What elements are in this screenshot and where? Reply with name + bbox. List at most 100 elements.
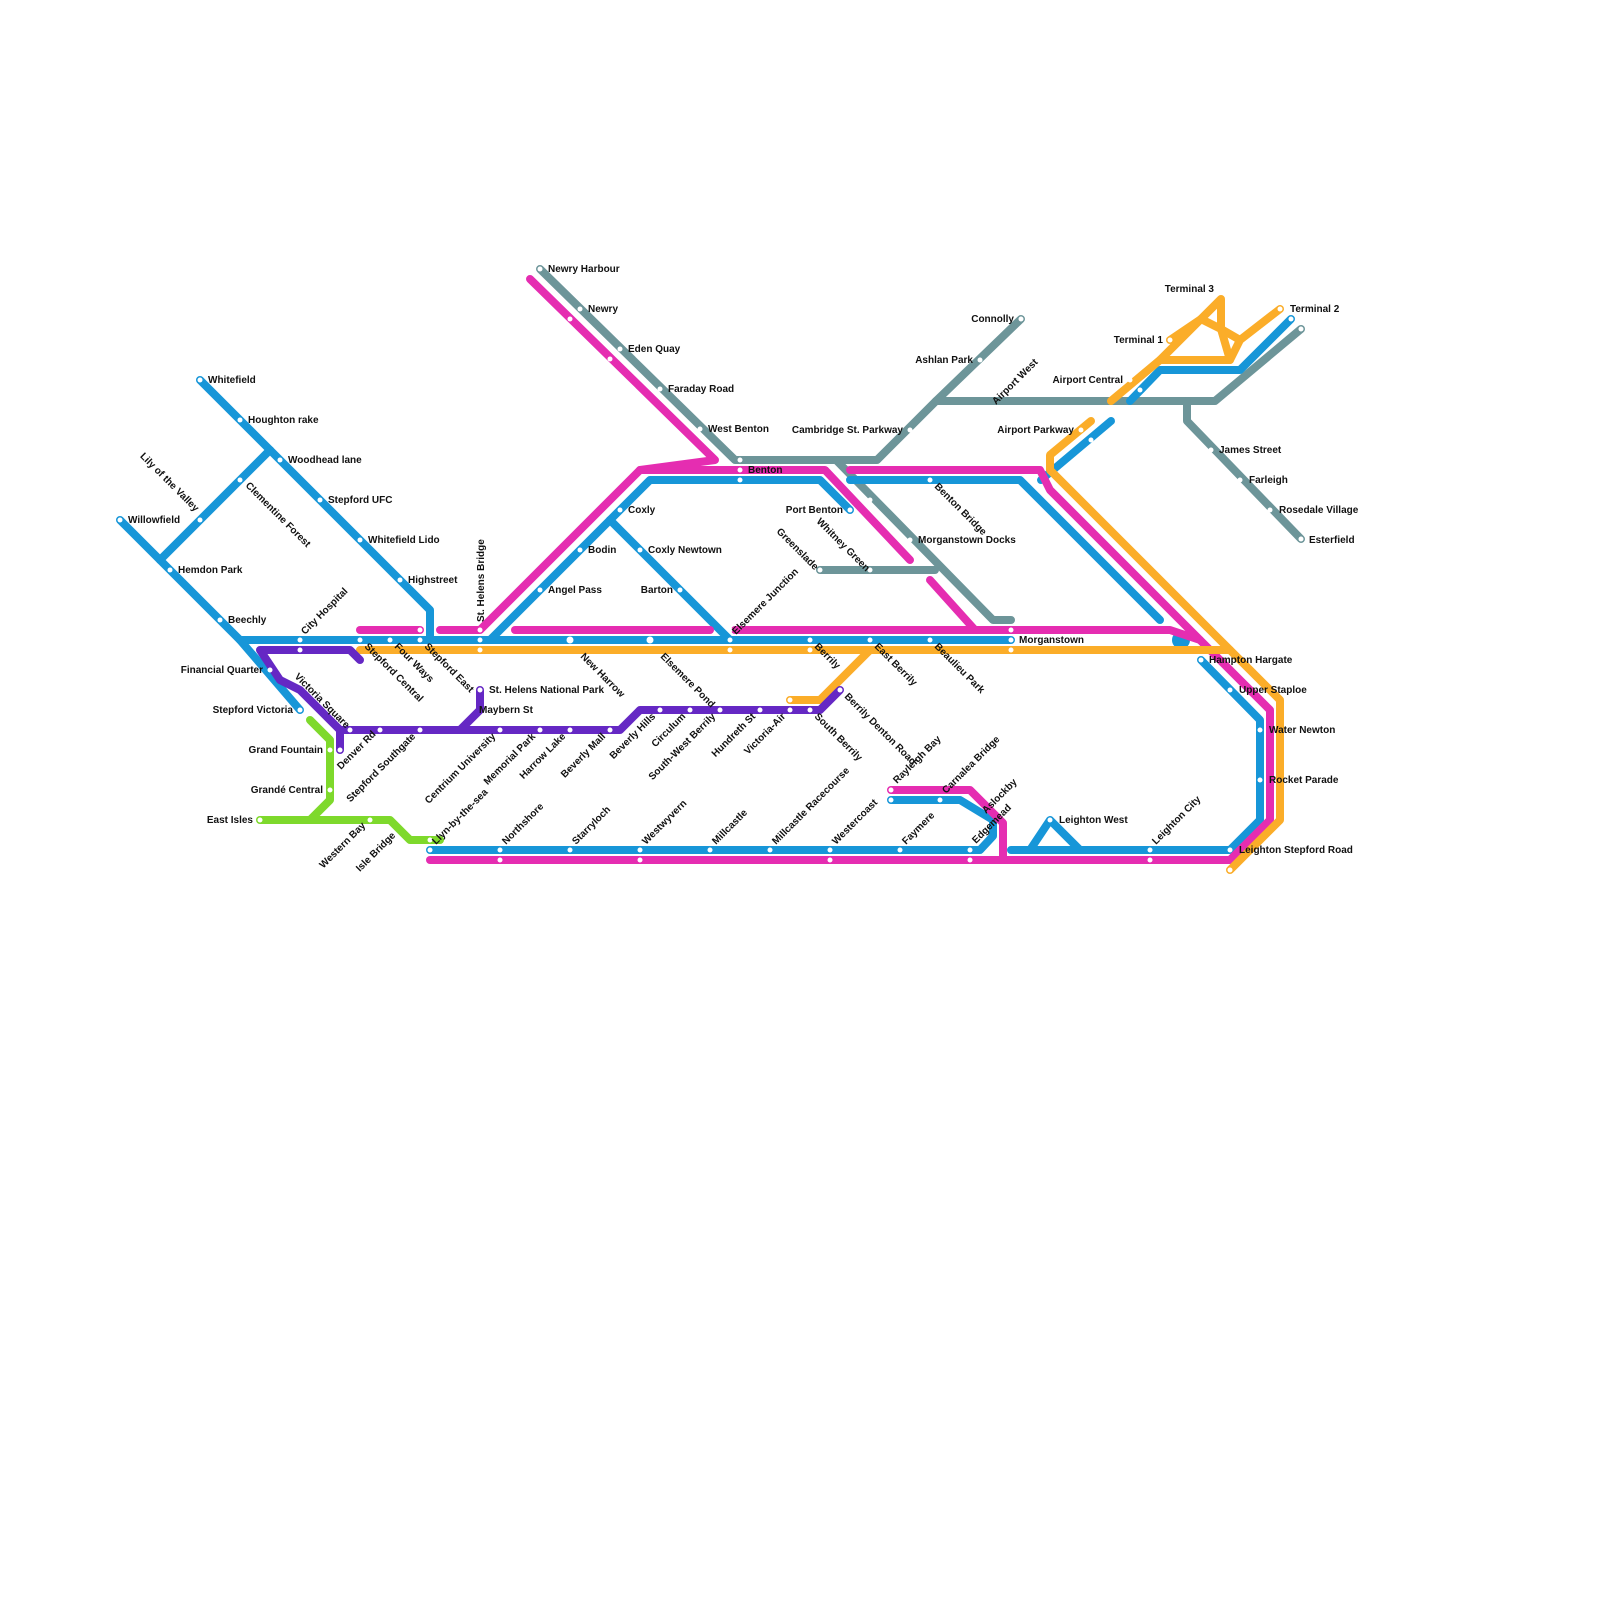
station-dot[interactable] bbox=[1228, 868, 1233, 873]
station-label[interactable]: Hemdon Park bbox=[178, 565, 243, 576]
station-label[interactable]: Victoria Square bbox=[292, 671, 352, 731]
station-dot[interactable] bbox=[198, 518, 203, 523]
station-dot[interactable] bbox=[298, 708, 303, 713]
station-label[interactable]: City Hospital bbox=[299, 586, 350, 637]
station-dot[interactable] bbox=[808, 638, 813, 643]
station-dot[interactable] bbox=[1048, 818, 1053, 823]
station-dot[interactable] bbox=[768, 848, 773, 853]
station-dot[interactable] bbox=[1148, 848, 1153, 853]
station-dot[interactable] bbox=[808, 708, 813, 713]
station-dot[interactable] bbox=[988, 409, 993, 414]
station-dot[interactable] bbox=[568, 728, 573, 733]
station-label[interactable]: Connolly bbox=[971, 314, 1014, 325]
station-dot[interactable] bbox=[868, 498, 873, 503]
station-label[interactable]: Faraday Road bbox=[668, 384, 734, 395]
station-dot[interactable] bbox=[468, 708, 473, 713]
station-dot[interactable] bbox=[578, 548, 583, 553]
station-dot[interactable] bbox=[398, 578, 403, 583]
station-label[interactable]: West Benton bbox=[708, 424, 769, 435]
station-label[interactable]: Grand Fountain bbox=[249, 745, 323, 756]
station-label[interactable]: Ashlan Park bbox=[915, 355, 973, 366]
station-label[interactable]: Terminal 1 bbox=[1114, 335, 1164, 346]
station-dot[interactable] bbox=[928, 478, 933, 483]
station-dot[interactable] bbox=[318, 498, 323, 503]
station-dot[interactable] bbox=[1128, 378, 1133, 383]
station-label[interactable]: Whitefield Lido bbox=[368, 535, 440, 546]
station-label[interactable]: Rocket Parade bbox=[1269, 775, 1339, 786]
station-dot[interactable] bbox=[538, 588, 543, 593]
station-dot[interactable] bbox=[908, 428, 913, 433]
station-dot[interactable] bbox=[498, 858, 503, 863]
station-label[interactable]: Houghton rake bbox=[248, 415, 319, 426]
station-label[interactable]: St. Helens National Park bbox=[489, 685, 604, 696]
station-label[interactable]: Westercoast bbox=[830, 797, 880, 847]
station-dot[interactable] bbox=[728, 648, 733, 653]
station-dot[interactable] bbox=[728, 638, 733, 643]
station-dot[interactable] bbox=[678, 588, 683, 593]
station-dot[interactable] bbox=[928, 638, 933, 643]
station-dot[interactable] bbox=[478, 638, 483, 643]
station-dot[interactable] bbox=[618, 347, 623, 352]
station-label[interactable]: Rosedale Village bbox=[1279, 505, 1359, 516]
station-dot[interactable] bbox=[608, 728, 613, 733]
station-label[interactable]: Airport Parkway bbox=[997, 425, 1074, 436]
station-label[interactable]: Stepford Victoria bbox=[213, 705, 294, 716]
station-dot[interactable] bbox=[608, 357, 613, 362]
station-dot[interactable] bbox=[368, 818, 373, 823]
station-dot[interactable] bbox=[618, 508, 623, 513]
station-label[interactable]: Financial Quarter bbox=[181, 665, 263, 676]
station-dot[interactable] bbox=[1219, 287, 1224, 292]
station-label[interactable]: Beechly bbox=[228, 615, 267, 626]
station-dot[interactable] bbox=[738, 468, 743, 473]
station-dot[interactable] bbox=[258, 818, 263, 823]
station-dot[interactable] bbox=[388, 638, 393, 643]
station-dot[interactable] bbox=[647, 637, 654, 644]
station-dot[interactable] bbox=[938, 798, 943, 803]
station-dot[interactable] bbox=[418, 728, 423, 733]
station-label[interactable]: Whitefield bbox=[208, 375, 256, 386]
station-dot[interactable] bbox=[1268, 508, 1273, 513]
station-label[interactable]: Millcastle bbox=[710, 807, 750, 847]
station-dot[interactable] bbox=[1228, 848, 1233, 853]
station-dot[interactable] bbox=[1289, 317, 1294, 322]
station-dot[interactable] bbox=[578, 307, 583, 312]
station-label[interactable]: Stepford UFC bbox=[328, 495, 392, 506]
station-dot[interactable] bbox=[838, 688, 843, 693]
station-label[interactable]: Westwyvern bbox=[640, 798, 689, 847]
station-dot[interactable] bbox=[738, 478, 743, 483]
station-label[interactable]: Esterfield bbox=[1309, 535, 1355, 546]
station-dot[interactable] bbox=[868, 638, 873, 643]
station-dot[interactable] bbox=[478, 628, 483, 633]
station-dot[interactable] bbox=[348, 728, 353, 733]
station-label[interactable]: Highstreet bbox=[408, 575, 458, 586]
station-dot[interactable] bbox=[638, 858, 643, 863]
station-label[interactable]: Leighton Stepford Road bbox=[1239, 845, 1353, 856]
station-dot[interactable] bbox=[889, 798, 894, 803]
station-label[interactable]: Benton bbox=[748, 465, 782, 476]
station-label[interactable]: Terminal 2 bbox=[1290, 304, 1340, 315]
station-dot[interactable] bbox=[638, 548, 643, 553]
station-label[interactable]: Port Benton bbox=[786, 505, 843, 516]
station-label[interactable]: Clementine Forest bbox=[243, 480, 313, 550]
station-dot[interactable] bbox=[688, 708, 693, 713]
station-dot[interactable] bbox=[1299, 537, 1304, 542]
station-label[interactable]: Coxly Newtown bbox=[648, 545, 722, 556]
station-dot[interactable] bbox=[1258, 778, 1263, 783]
station-dot[interactable] bbox=[358, 538, 363, 543]
station-dot[interactable] bbox=[1209, 448, 1214, 453]
station-dot[interactable] bbox=[568, 317, 573, 322]
station-dot[interactable] bbox=[498, 848, 503, 853]
station-dot[interactable] bbox=[818, 568, 823, 573]
station-dot[interactable] bbox=[828, 848, 833, 853]
station-dot[interactable] bbox=[908, 538, 913, 543]
station-dot[interactable] bbox=[1148, 858, 1153, 863]
station-label[interactable]: Grandé Central bbox=[251, 785, 323, 796]
station-dot[interactable] bbox=[298, 648, 303, 653]
station-dot[interactable] bbox=[848, 508, 853, 513]
station-dot[interactable] bbox=[418, 628, 423, 633]
station-label[interactable]: Airport Central bbox=[1052, 375, 1123, 386]
station-dot[interactable] bbox=[428, 848, 433, 853]
station-label[interactable]: James Street bbox=[1219, 445, 1282, 456]
station-label[interactable]: Leighton City bbox=[1150, 794, 1203, 847]
station-label[interactable]: Morganstown Docks bbox=[918, 535, 1016, 546]
